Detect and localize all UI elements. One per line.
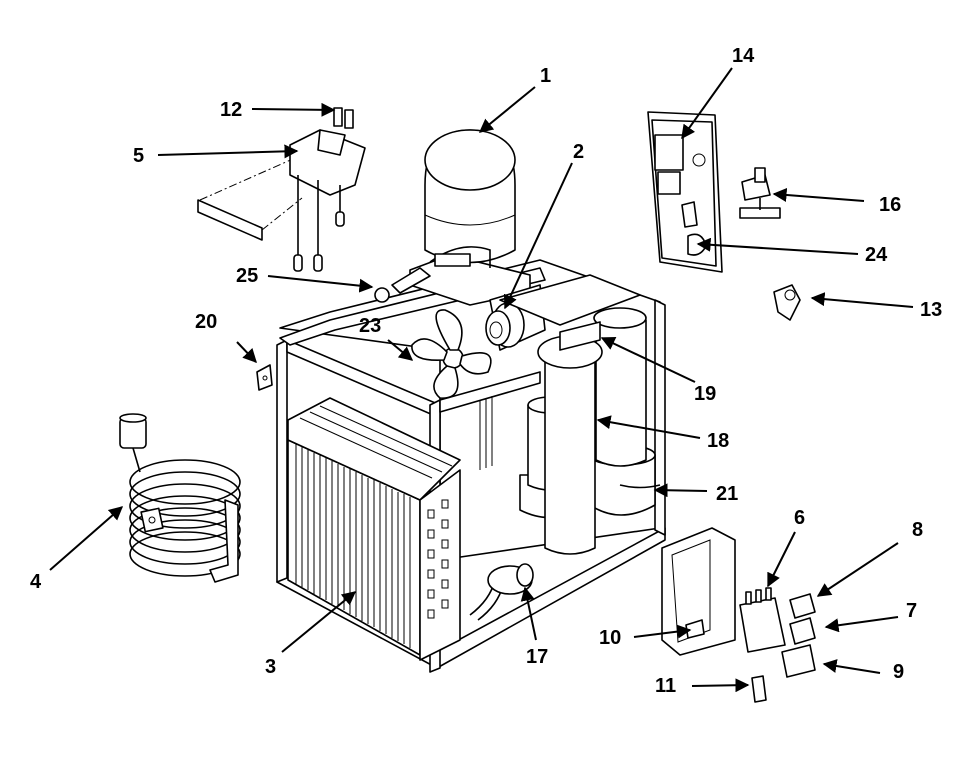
callout-2: 2 [573,141,584,163]
arrow-24 [696,237,859,255]
arrow-12 [251,102,336,117]
callout-8: 8 [912,519,923,541]
arrow-5 [157,144,299,159]
arrow-7 [824,616,899,633]
arrow-16 [772,187,865,202]
arrow-19 [600,337,696,383]
callout-11: 11 [655,675,676,697]
callout-arrows [49,67,914,693]
callout-25: 25 [236,265,258,287]
arrow-17 [520,586,537,641]
callout-4: 4 [30,571,42,593]
compressor [409,129,531,306]
callout-5: 5 [133,145,144,167]
callout-9: 9 [893,661,904,683]
control-board [647,111,723,273]
callout-24: 24 [865,244,888,266]
arrow-3 [281,591,357,653]
filter-drier [374,267,431,303]
arrow-14 [681,67,733,140]
callout-21: 21 [716,483,738,505]
water-valve [773,284,801,321]
callout-6: 6 [794,507,805,529]
arrow-18 [596,415,701,439]
arrow-23 [387,339,414,361]
arrow-10 [633,624,692,639]
callout-13: 13 [920,299,942,321]
condenser-coil [287,397,461,661]
callout-17: 17 [526,646,548,668]
water-pump [469,563,534,621]
inlet-valve [739,167,781,219]
callout-12: 12 [220,99,242,121]
arrow-13 [810,292,914,308]
callout-7: 7 [906,600,917,622]
callout-14: 14 [732,45,755,67]
thermostat-clip [256,364,273,391]
fan-blade [411,309,492,399]
callout-18: 18 [707,430,729,452]
callout-labels: 1 2 3 4 5 6 7 8 9 10 11 12 13 14 16 17 1… [30,45,942,697]
electrical-box [661,527,736,656]
sensor-bracket [197,107,366,272]
callout-1: 1 [540,65,551,87]
arrow-4 [49,506,124,571]
arrow-6 [767,531,796,588]
arrow-1 [478,86,536,133]
coil-assembly [119,413,241,583]
callout-19: 19 [694,383,716,405]
arrow-8 [816,542,899,597]
callout-10: 10 [599,627,621,649]
callout-20: 20 [195,311,217,333]
evaporator-assembly [499,274,661,555]
relay-components [739,587,816,703]
arrow-25 [267,275,374,293]
arrow-20 [236,341,257,364]
arrow-2 [503,162,573,310]
callout-16: 16 [879,194,901,216]
callout-23: 23 [359,315,381,337]
arrow-11 [691,678,750,693]
callout-3: 3 [265,656,276,678]
arrow-21 [653,483,708,498]
arrow-9 [822,659,881,674]
